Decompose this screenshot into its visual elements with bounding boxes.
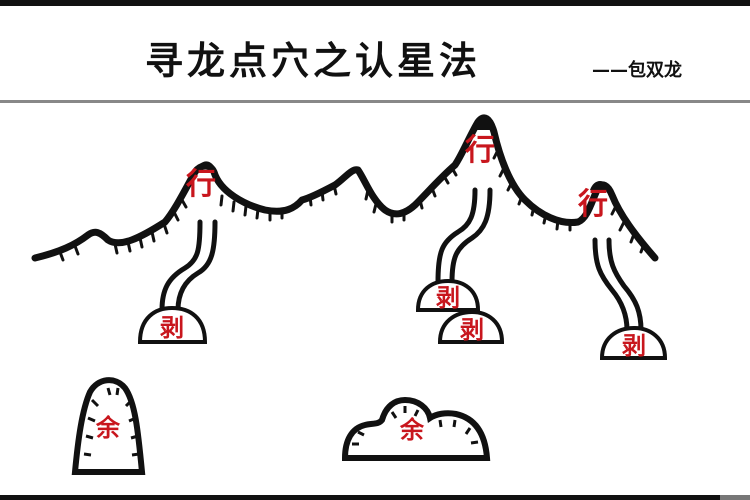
label-xing-right: 行 (578, 187, 608, 222)
bo-domes (137, 278, 668, 360)
label-bo-center-upper: 剥 (436, 283, 460, 312)
label-yu-center: 余 (400, 415, 424, 444)
dragon-veins (159, 187, 644, 333)
label-xing-center: 行 (465, 133, 495, 168)
bottom-border (0, 495, 720, 500)
label-bo-center-lower: 剥 (460, 315, 484, 344)
label-bo-right: 剥 (622, 331, 646, 360)
peak-cap-right (590, 181, 610, 190)
label-bo-left: 剥 (160, 313, 184, 342)
label-xing-left: 行 (186, 167, 216, 202)
header: 寻龙点穴之认星法 ——包双龙 (0, 6, 750, 102)
page-title: 寻龙点穴之认星法 (145, 38, 482, 83)
peak-cap-center (472, 116, 494, 130)
peak-cap-left (196, 161, 215, 170)
label-yu-left: 余 (96, 413, 120, 442)
yu-hills (71, 377, 491, 475)
top-border (0, 0, 750, 6)
mountain-ridge (31, 114, 659, 262)
header-divider (0, 100, 750, 103)
bottom-border-end (720, 495, 750, 500)
author-credit: ——包双龙 (592, 60, 682, 81)
